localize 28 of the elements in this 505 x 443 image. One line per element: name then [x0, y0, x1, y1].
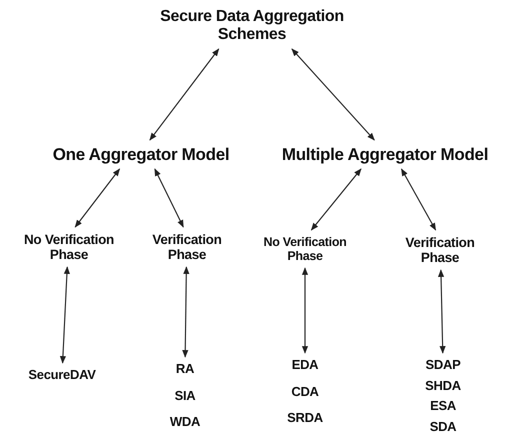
node-label: SecureDAV — [28, 368, 96, 383]
double-arrow — [291, 48, 375, 141]
node-label: SIA — [174, 388, 196, 404]
node-label: CDA — [291, 384, 319, 400]
node-label: EDA — [292, 358, 318, 373]
double-arrow — [310, 168, 362, 231]
double-arrow — [182, 266, 190, 358]
double-arrow — [438, 269, 446, 354]
root-label: Secure Data Aggregation Schemes — [159, 8, 345, 44]
node-label: One Aggregator Model — [52, 145, 230, 164]
node-label: ESA — [430, 399, 456, 414]
double-arrow — [74, 168, 120, 228]
node-label: No Verification Phase — [22, 232, 116, 262]
double-arrow — [302, 267, 308, 354]
double-arrow — [60, 266, 70, 364]
node-label: No Verification Phase — [262, 235, 348, 263]
double-arrow — [149, 48, 220, 141]
node-label: SDA — [430, 420, 456, 434]
node-label: Verification Phase — [151, 232, 223, 262]
node-label: Multiple Aggregator Model — [282, 145, 488, 164]
node-label: SHDA — [425, 378, 461, 394]
node-label: WDA — [170, 415, 200, 430]
double-arrow — [154, 168, 184, 228]
node-label: Verification Phase — [404, 235, 476, 266]
node-label: SDAP — [426, 358, 460, 373]
node-label: RA — [176, 362, 194, 377]
node-label: SRDA — [287, 411, 323, 426]
double-arrow — [401, 168, 436, 231]
